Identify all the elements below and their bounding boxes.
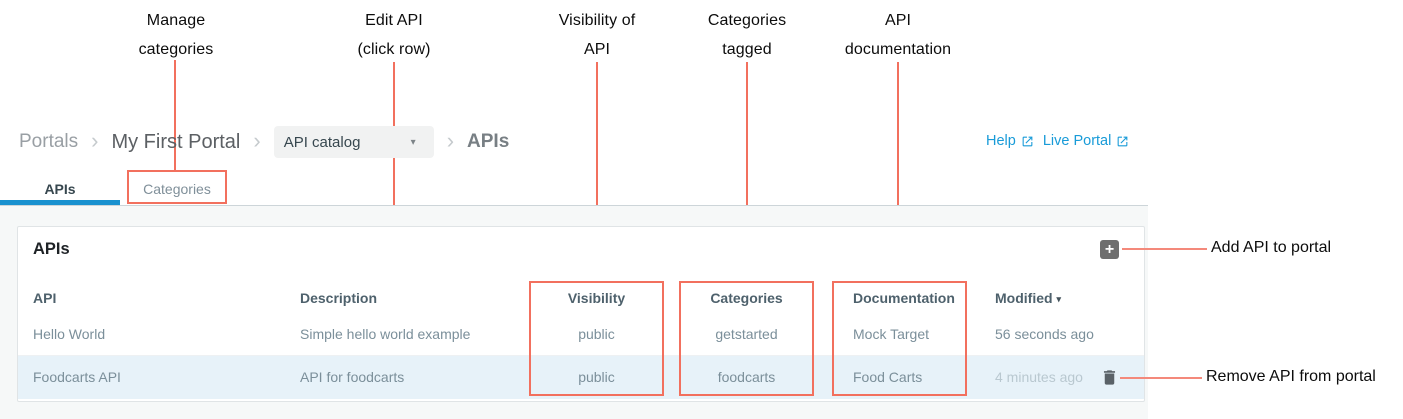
callout-text: API [884,12,912,29]
tabbar-divider [0,205,1148,206]
live-portal-link[interactable]: Live Portal [1043,133,1130,149]
column-header-description: Description [300,290,378,306]
cell-modified: 4 minutes ago [995,369,1083,385]
caret-down-icon: ▾ [410,136,416,148]
callout-line-documentation [897,62,899,281]
callout-text: Categories [707,12,787,29]
cell-description: Simple hello world example [300,326,471,342]
cell-api: Foodcarts API [33,369,121,385]
column-header-api: API [33,290,57,306]
callout-label-remove-api: Remove API from portal [1206,368,1376,385]
callout-line-visibility [596,62,598,281]
api-catalog-dropdown[interactable]: API catalog ▾ [273,126,434,158]
callout-label-edit-api: Edit API (click row) [306,6,482,64]
cell-categories: getstarted [715,326,778,342]
callout-label-manage-categories: Manage categories [88,6,264,64]
cell-categories: foodcarts [717,369,776,385]
callout-box-documentation-column [832,281,967,396]
callout-box-categories-column [679,281,814,396]
panel-title: APIs [33,240,70,258]
cell-documentation: Mock Target [853,326,929,342]
column-header-modified-label: Modified [995,290,1053,306]
cell-visibility: public [578,369,615,385]
column-header-categories: Categories [710,290,783,306]
callout-label-categories-tagged: Categories tagged [659,6,835,64]
tab-categories[interactable]: Categories [127,177,227,201]
chevron-right-icon: › [91,127,99,153]
tab-apis[interactable]: APIs [0,177,120,201]
callout-text: tagged [722,41,772,58]
table-row-hello-world[interactable]: Hello World Simple hello world example p… [18,313,1144,356]
api-catalog-dropdown-value: API catalog [283,133,361,151]
cell-documentation: Food Carts [853,369,923,385]
plus-icon: + [1104,240,1115,258]
live-portal-link-label: Live Portal [1042,133,1112,149]
cell-description: API for foodcarts [300,369,405,385]
remove-api-button[interactable] [1097,365,1121,389]
add-api-button[interactable]: + [1100,240,1119,259]
callout-text: documentation [844,41,952,58]
chevron-right-icon: › [446,127,455,153]
breadcrumb-item-current: APIs [467,131,510,152]
breadcrumb: Portals › My First Portal › API catalog … [19,126,509,158]
sort-descending-icon: ▾ [1056,294,1062,304]
callout-text: Manage [146,12,206,29]
active-tab-indicator [0,200,120,205]
callout-text: API [583,41,611,58]
column-header-visibility: Visibility [567,290,626,306]
callout-label-visibility-of-api: Visibility of API [509,6,685,64]
cell-api: Hello World [33,326,106,342]
callout-line-manage-categories [174,60,176,170]
cell-modified: 56 seconds ago [995,326,1094,342]
chevron-right-icon: › [253,127,261,153]
callout-text: Visibility of [558,12,636,29]
breadcrumb-item-portal-name[interactable]: My First Portal [111,130,241,153]
external-link-icon [1021,135,1034,148]
callout-line-remove-api [1120,377,1202,379]
callout-text: Edit API [365,12,423,29]
tab-apis-label: APIs [44,181,76,197]
column-header-documentation: Documentation [853,290,955,306]
callout-label-api-documentation: API documentation [810,6,986,64]
callout-box-visibility-column [529,281,664,396]
help-link[interactable]: Help [986,133,1034,149]
help-link-label: Help [986,133,1016,149]
column-header-modified[interactable]: Modified▾ [995,290,1061,306]
header-links: Help Live Portal [986,133,1129,149]
callout-box-categories-tab [127,170,227,204]
cell-visibility: public [578,326,615,342]
callout-line-categories [746,62,748,281]
callout-text: (click row) [357,41,431,58]
callout-line-add-api [1122,248,1207,250]
breadcrumb-item-portals[interactable]: Portals [19,131,79,152]
trash-icon [1103,369,1115,385]
tab-categories-label: Categories [143,181,211,197]
callout-label-add-api: Add API to portal [1211,239,1332,256]
external-link-icon [1116,135,1129,148]
callout-text: categories [138,41,214,58]
table-row-foodcarts-api[interactable]: Foodcarts API API for foodcarts public f… [18,356,1144,399]
